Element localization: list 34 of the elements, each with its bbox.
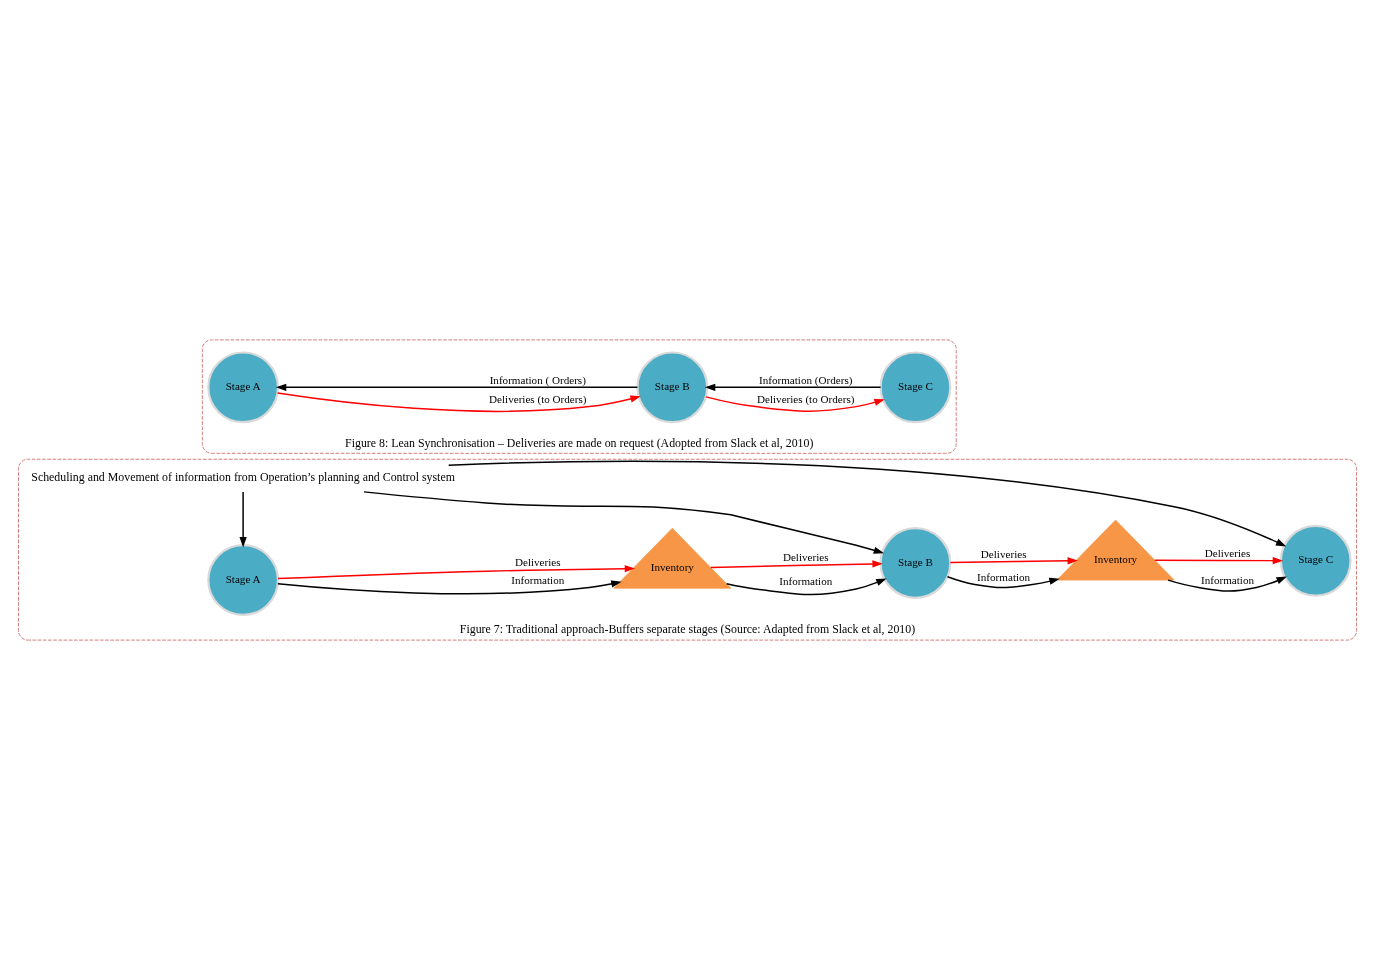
edge-label: Deliveries: [514, 555, 561, 568]
edge-label: Information: [779, 574, 833, 587]
arrow: [725, 577, 887, 595]
edge-label: Information: [511, 573, 565, 586]
arrow: [946, 575, 1060, 588]
arrow: [705, 395, 885, 412]
edge-label: Deliveries (to Orders): [756, 392, 855, 405]
edge-label: Information: [1200, 573, 1255, 586]
node-circle: Stage B: [636, 350, 709, 423]
edge-label: Deliveries: [980, 547, 1027, 560]
edge-label: Information (Orders): [758, 373, 853, 386]
edge-label: Deliveries (to Orders): [489, 392, 587, 405]
edge-label: Information: [977, 570, 1031, 583]
arrow: [239, 490, 247, 547]
edge-label: Information ( Orders): [489, 373, 586, 386]
node-circle: Stage A: [207, 543, 280, 616]
arrow: [949, 556, 1078, 564]
node-circle: Stage A: [207, 350, 280, 423]
node-circle: Stage C: [1279, 524, 1352, 597]
node-text: Scheduling and Movement of information from Operation’s planning and Control system: [31, 469, 455, 484]
node-circle: Stage C: [879, 350, 952, 423]
arrow: [276, 391, 641, 412]
arrow: [277, 564, 636, 579]
arrow: [704, 383, 882, 391]
edge-label: Deliveries: [782, 550, 829, 563]
arrow: [710, 559, 883, 568]
arrow: [277, 579, 622, 594]
arrow: [447, 460, 1287, 546]
node-circle: Stage B: [879, 526, 952, 599]
arrow: [1167, 576, 1287, 592]
arrow: [275, 383, 639, 391]
edge-label: Deliveries: [1204, 546, 1251, 559]
arrow: [1154, 556, 1284, 564]
arrow: [363, 490, 885, 554]
